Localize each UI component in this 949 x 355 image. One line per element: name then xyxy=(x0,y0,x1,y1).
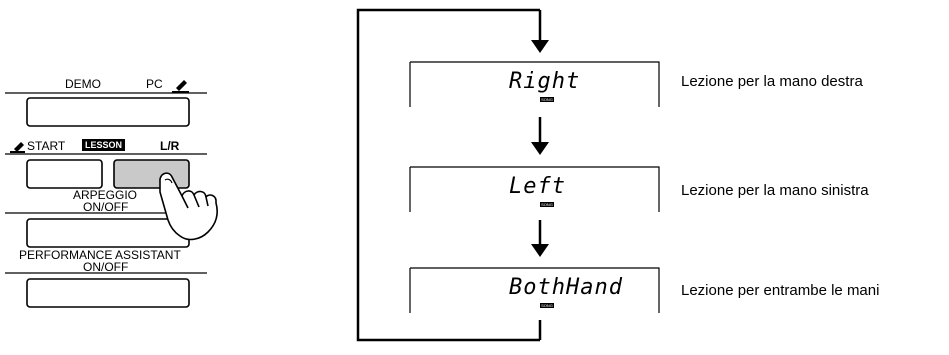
arpeggio-button[interactable] xyxy=(26,218,190,248)
performance-assistant-onoff-label: ON/OFF xyxy=(83,260,129,274)
arpeggio-onoff-label: ON/OFF xyxy=(83,200,129,214)
lcd-display-text: Right xyxy=(509,69,581,94)
loop-connector xyxy=(356,8,540,342)
song-badge: SONG xyxy=(540,97,554,102)
arrow-down-icon xyxy=(531,244,549,257)
arpeggio-label: ARPEGGIO xyxy=(73,188,138,202)
arrow-down-icon xyxy=(531,142,549,155)
demo-label: DEMO xyxy=(65,77,101,91)
lcd-frame-2 xyxy=(409,166,660,212)
step-description: Lezione per la mano destra xyxy=(681,73,863,90)
song-badge: SONG xyxy=(540,303,554,308)
pen-icon-start xyxy=(10,142,25,153)
pen-icon-pc xyxy=(172,80,189,93)
lcd-display-text: Left xyxy=(509,174,566,199)
lr-button[interactable] xyxy=(113,159,190,189)
step-description: Lezione per entrambe le mani xyxy=(681,282,880,299)
pointing-hand-icon xyxy=(159,172,218,241)
start-label: START xyxy=(27,139,66,153)
performance-assistant-button[interactable] xyxy=(26,278,190,308)
song-badge: SONG xyxy=(540,202,554,207)
step-description: Lezione per la mano sinistra xyxy=(681,182,869,199)
lesson-badge: LESSON xyxy=(82,139,126,151)
pc-label: PC xyxy=(146,77,163,91)
arrow-down-icon xyxy=(531,40,549,53)
lcd-frame-3 xyxy=(409,267,660,313)
demo-pc-button[interactable] xyxy=(26,97,190,127)
lr-label: L/R xyxy=(160,139,180,153)
lcd-display-text: BothHand xyxy=(509,275,623,300)
lcd-frame-1 xyxy=(409,61,660,107)
performance-assistant-label: PERFORMANCE ASSISTANT xyxy=(19,248,181,262)
start-button[interactable] xyxy=(26,159,103,189)
